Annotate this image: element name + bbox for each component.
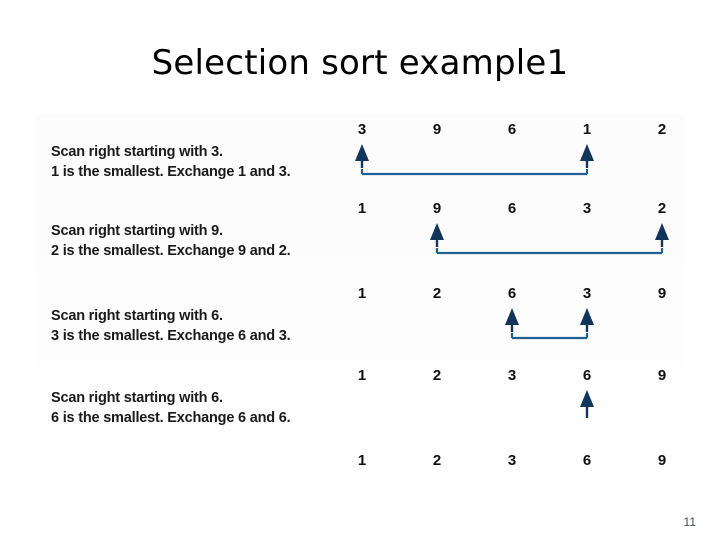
step-description-line-2: 3 is the smallest. Exchange 6 and 3. — [51, 328, 291, 344]
step-description-line-2: 2 is the smallest. Exchange 9 and 2. — [51, 243, 291, 259]
array-cell: 1 — [582, 121, 592, 138]
array-cell: 2 — [657, 121, 667, 138]
array-cell: 9 — [657, 452, 667, 469]
step-description: Scan right starting with 6. 6 is the sma… — [51, 388, 351, 428]
array-cell: 2 — [432, 452, 442, 469]
array-cell: 2 — [432, 285, 442, 302]
page-number: 11 — [683, 515, 696, 529]
array-strip: 3 9 6 1 2 — [336, 120, 684, 192]
step-description-line-1: Scan right starting with 9. — [51, 223, 223, 239]
array-cell: 6 — [507, 121, 517, 138]
step-description: Scan right starting with 9. 2 is the sma… — [51, 221, 351, 261]
step-description: Scan right starting with 3. 1 is the sma… — [51, 142, 351, 182]
array-cell: 6 — [582, 452, 592, 469]
array-strip: 1 2 3 6 9 — [336, 366, 684, 438]
step-description-line-2: 1 is the smallest. Exchange 1 and 3. — [51, 164, 291, 180]
page-title: Selection sort example1 — [151, 43, 569, 83]
array-cell: 3 — [507, 452, 517, 469]
array-strip: 1 2 6 3 9 — [336, 284, 684, 356]
array-cell: 1 — [357, 452, 367, 469]
step-description-line-1: Scan right starting with 3. — [51, 144, 223, 160]
swap-connector — [430, 223, 669, 255]
array-cell: 3 — [507, 367, 517, 384]
array-cell: 6 — [582, 367, 592, 384]
array-cell: 9 — [657, 285, 667, 302]
array-cell: 6 — [507, 200, 517, 217]
array-cell: 9 — [432, 121, 442, 138]
array-cell: 1 — [357, 200, 367, 217]
swap-connector — [505, 308, 594, 340]
array-cell: 1 — [357, 367, 367, 384]
array-cell: 2 — [432, 367, 442, 384]
array-cell: 3 — [357, 121, 367, 138]
step-description-line-2: 6 is the smallest. Exchange 6 and 6. — [51, 410, 291, 426]
step-description-line-1: Scan right starting with 6. — [51, 308, 223, 324]
array-cell: 6 — [507, 285, 517, 302]
array-cell: 9 — [432, 200, 442, 217]
step-description-line-1: Scan right starting with 6. — [51, 390, 223, 406]
array-strip: 1 9 6 3 2 — [336, 199, 684, 271]
selection-sort-diagram: Scan right starting with 3. 1 is the sma… — [36, 114, 684, 496]
swap-connector — [580, 390, 594, 418]
array-cell: 9 — [657, 367, 667, 384]
swap-connector — [355, 144, 594, 176]
array-cell: 2 — [657, 200, 667, 217]
array-cell: 3 — [582, 285, 592, 302]
step-description: Scan right starting with 6. 3 is the sma… — [51, 306, 351, 346]
array-cell: 3 — [582, 200, 592, 217]
array-strip-final: 1 2 3 6 9 — [336, 451, 684, 523]
array-cell: 1 — [357, 285, 367, 302]
